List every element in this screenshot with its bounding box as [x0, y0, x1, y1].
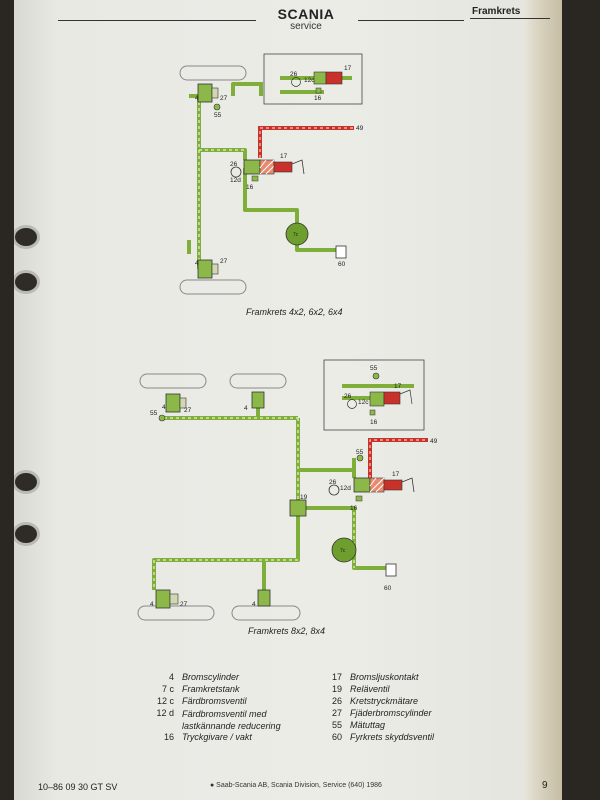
pressure-gauge-26: [230, 166, 242, 178]
label-16: 16: [246, 184, 254, 191]
label-12c: 12c: [304, 77, 315, 84]
inset-box-12c: [263, 53, 363, 105]
label-4: 4: [195, 260, 199, 267]
label-4: 4: [252, 601, 256, 608]
binder-spine: [524, 0, 562, 800]
copyright: ● Saab-Scania AB, Scania Division, Servi…: [210, 782, 382, 789]
binder-ring: [14, 522, 40, 546]
diagram-2-caption: Framkrets 8x2, 8x4: [248, 626, 326, 636]
pressure-switch-16: [355, 495, 363, 502]
wheel-outline: [139, 373, 207, 389]
air-pipes-green: [152, 384, 414, 592]
label-55: 55: [356, 449, 364, 456]
label-12d: 12d: [230, 177, 241, 184]
label-19: 19: [300, 494, 308, 501]
page-number: 9: [542, 780, 548, 791]
brake-valve-12d: [353, 477, 415, 493]
label-49: 49: [356, 125, 364, 132]
label-49: 49: [430, 438, 438, 445]
label-7c: 7c: [293, 232, 299, 238]
air-tank-7c: [331, 537, 357, 563]
diagram-2: 4 27 55 4 55 26 12d 16 17 49 19 7c 60 4 …: [137, 359, 438, 621]
label-60: 60: [338, 261, 346, 268]
binder-ring: [14, 270, 40, 294]
air-tank-7c: [285, 222, 309, 246]
brake-cylinder-4-bottom: [197, 259, 219, 279]
label-16: 16: [370, 419, 378, 426]
relay-valve-19: [289, 499, 307, 517]
manual-page: SCANIA service Framkrets: [14, 0, 562, 800]
brake-valve-12d: [243, 159, 305, 175]
wheel-outline: [179, 279, 247, 295]
label-12d: 12d: [340, 485, 351, 492]
label-26: 26: [230, 161, 238, 168]
label-27: 27: [184, 407, 192, 414]
label-4: 4: [150, 601, 154, 608]
label-7c: 7c: [340, 548, 346, 554]
wheel-outline: [137, 605, 215, 621]
label-55: 55: [214, 112, 222, 119]
label-17: 17: [392, 471, 400, 478]
label-17: 17: [394, 383, 402, 390]
label-16: 16: [350, 505, 358, 512]
label-16: 16: [314, 95, 322, 102]
brake-cylinder-4-second: [251, 391, 265, 409]
label-17: 17: [280, 153, 288, 160]
binder-ring: [14, 470, 40, 494]
inset-box-12c: [323, 359, 425, 431]
label-27: 27: [180, 601, 188, 608]
brand-subtitle: service: [290, 21, 322, 32]
document-code: 10–86 09 30 GT SV: [38, 782, 118, 792]
label-27: 27: [220, 95, 228, 102]
brand-logo: SCANIA: [277, 6, 335, 22]
air-pipes-red: [258, 126, 354, 158]
brake-valve-12c-inset: [347, 372, 413, 416]
schematic-diagrams: 4 27 55 26 12d 16 17 49 7c 60 4 27 26 12…: [137, 53, 438, 621]
header-rule-right: [470, 18, 550, 19]
label-26: 26: [344, 393, 352, 400]
label-55: 55: [370, 365, 378, 372]
wheel-outline: [229, 373, 287, 389]
brake-valve-12c-inset: [291, 71, 343, 94]
test-point-55: [213, 103, 221, 111]
test-point-55: [158, 414, 166, 422]
label-27: 27: [220, 258, 228, 265]
label-17: 17: [344, 65, 352, 72]
brake-cylinder-4-rear: [155, 589, 179, 609]
binder-ring: [14, 225, 40, 249]
protection-valve-60: [335, 245, 347, 259]
label-4: 4: [162, 404, 166, 411]
label-12c: 12c: [358, 399, 369, 406]
air-pipes-red: [368, 438, 428, 478]
brake-cylinder-4-front: [165, 393, 187, 413]
wheel-outline: [231, 605, 301, 621]
protection-valve-60: [385, 563, 397, 577]
test-point-55: [356, 454, 364, 462]
header-rule-left: [58, 20, 256, 21]
brake-cylinder-4-top: [197, 83, 219, 103]
header-rule-mid: [358, 20, 464, 21]
diagram-1: 4 27 55 26 12d 16 17 49 7c 60 4 27 26 12…: [179, 53, 364, 295]
label-60: 60: [384, 585, 392, 592]
pressure-gauge-26: [328, 484, 340, 496]
label-4: 4: [195, 95, 199, 102]
brake-cylinder-4-rear2: [257, 589, 271, 607]
section-title: Framkrets: [472, 6, 521, 17]
pressure-switch-16: [251, 175, 259, 182]
wheel-outline: [179, 65, 247, 81]
diagram-1-caption: Framkrets 4x2, 6x2, 6x4: [246, 307, 343, 317]
label-26: 26: [290, 71, 298, 78]
label-4: 4: [244, 405, 248, 412]
label-55: 55: [150, 410, 158, 417]
label-26: 26: [329, 479, 337, 486]
